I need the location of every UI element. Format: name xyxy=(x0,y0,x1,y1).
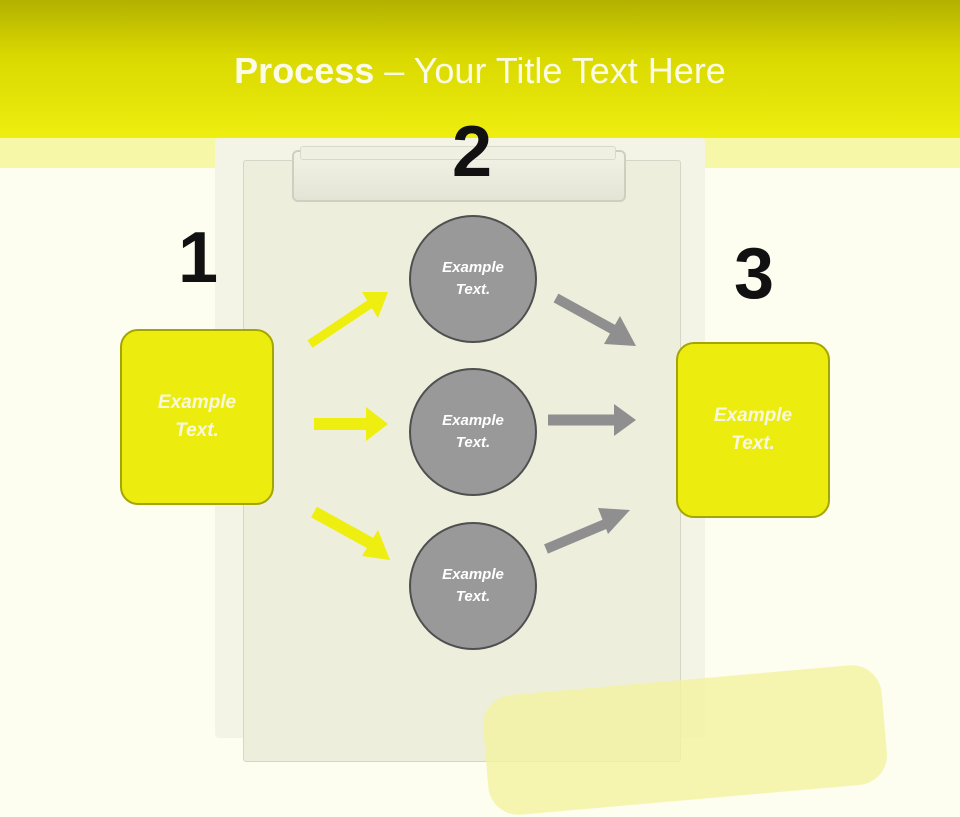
step-number-1: 1 xyxy=(177,218,219,298)
step-3-text: Example Text. xyxy=(713,404,793,455)
step-number-3: 3 xyxy=(733,234,775,314)
title-bold: Process xyxy=(234,50,375,91)
arrow-gray-down xyxy=(553,293,636,346)
circle-bottom-text: Example Text. xyxy=(442,565,504,606)
step-1-text: Example Text. xyxy=(157,391,237,442)
arrow-gray-right xyxy=(548,404,636,436)
arrow-yellow-down xyxy=(311,506,390,560)
header-bar xyxy=(0,0,960,138)
step-2-circle-top: Example Text. xyxy=(409,215,537,343)
step-3-box: Example Text. xyxy=(676,342,830,518)
arrows-layer xyxy=(307,292,636,560)
clipboard-clip-top xyxy=(300,146,616,160)
step-1-box: Example Text. xyxy=(120,329,274,505)
step-number-2: 2 xyxy=(451,112,493,192)
circle-top-text: Example Text. xyxy=(442,258,504,299)
arrow-yellow-up xyxy=(307,292,388,348)
arrow-yellow-right xyxy=(314,407,388,441)
step-2-circle-bottom: Example Text. xyxy=(409,522,537,650)
title-rest: – Your Title Text Here xyxy=(374,50,726,91)
step-2-circle-middle: Example Text. xyxy=(409,368,537,496)
arrow-gray-up xyxy=(544,508,630,554)
slide-title: Process – Your Title Text Here xyxy=(0,50,960,92)
circle-middle-text: Example Text. xyxy=(442,411,504,452)
